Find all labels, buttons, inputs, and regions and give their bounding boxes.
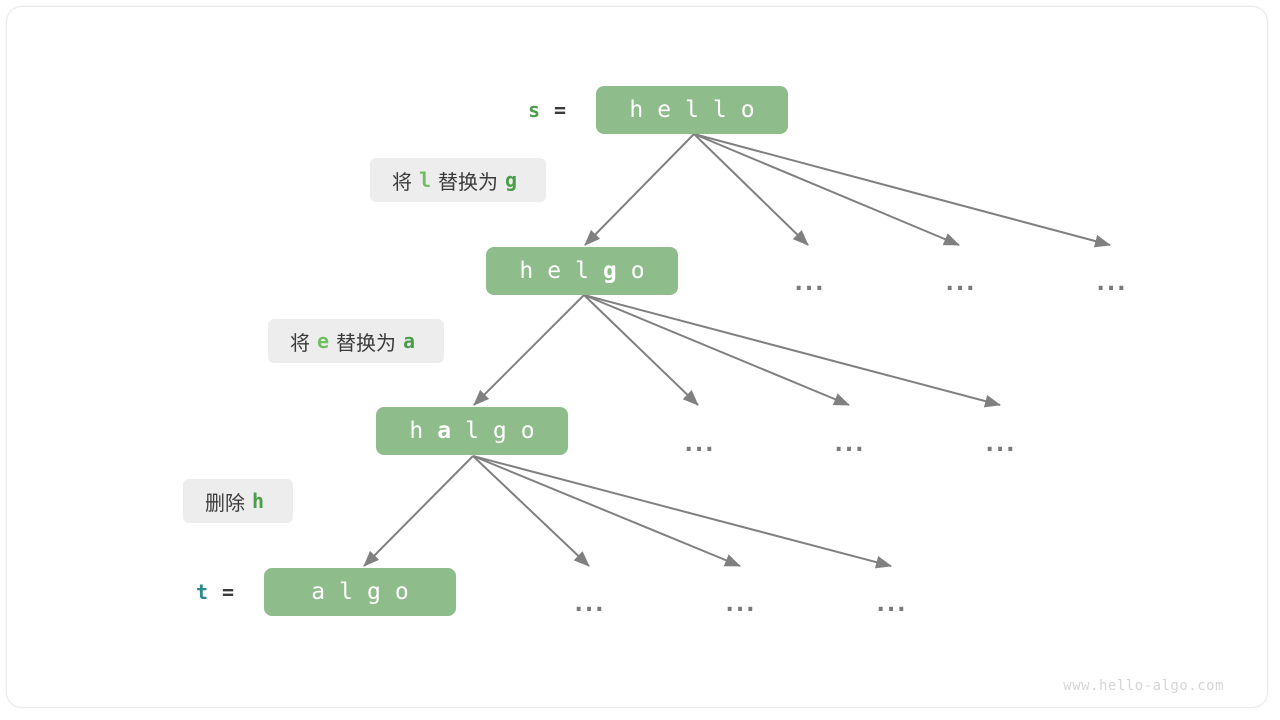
- operation-char: g: [505, 168, 518, 192]
- node-char: e: [547, 257, 562, 284]
- node-char: g: [367, 578, 381, 605]
- ellipsis-node: ...: [1096, 271, 1128, 296]
- node-char: h: [519, 257, 534, 284]
- operation-text: 删除: [205, 490, 245, 515]
- operation-text: 替换为: [438, 169, 499, 194]
- operation-char: l: [419, 168, 432, 192]
- node-char: o: [520, 417, 535, 444]
- node-char: e: [657, 96, 672, 123]
- variable-name: s: [528, 98, 541, 122]
- node-char: l: [685, 96, 699, 123]
- node-char: l: [712, 96, 727, 123]
- operation-char: e: [317, 329, 330, 353]
- variable-label-t: t=: [196, 568, 234, 616]
- node-char: h: [409, 417, 424, 444]
- node-char: l: [575, 257, 589, 284]
- node-char: h: [629, 96, 644, 123]
- equals-sign: =: [222, 580, 235, 604]
- variable-name: t: [196, 580, 209, 604]
- node-char-highlighted: a: [437, 417, 452, 444]
- operation-chip-op-delete-h: 删除 h: [183, 479, 294, 523]
- ellipsis-node: ...: [684, 432, 716, 457]
- equals-sign: =: [554, 98, 567, 122]
- operation-text: 替换为: [336, 330, 397, 355]
- ellipsis-node: ...: [794, 271, 826, 296]
- ellipsis-node: ...: [876, 592, 908, 617]
- ellipsis-node: ...: [725, 592, 757, 617]
- node-char: o: [394, 578, 409, 605]
- node-char: g: [492, 417, 507, 444]
- variable-label-s: s=: [528, 86, 566, 134]
- watermark: www.hello-algo.com: [1063, 678, 1224, 694]
- node-char: l: [339, 578, 353, 605]
- ellipsis-node: ...: [985, 432, 1017, 457]
- node-char: o: [740, 96, 755, 123]
- node-char-highlighted: g: [602, 257, 617, 284]
- operation-char: a: [403, 329, 416, 353]
- operation-char: h: [252, 489, 265, 513]
- ellipsis-node: ...: [574, 592, 606, 617]
- node-char: o: [630, 257, 645, 284]
- ellipsis-node: ...: [945, 271, 977, 296]
- operation-text: 将: [290, 330, 310, 355]
- operation-text: 将: [392, 169, 412, 194]
- ellipsis-node: ...: [834, 432, 866, 457]
- node-char: l: [465, 417, 479, 444]
- node-char: a: [311, 578, 326, 605]
